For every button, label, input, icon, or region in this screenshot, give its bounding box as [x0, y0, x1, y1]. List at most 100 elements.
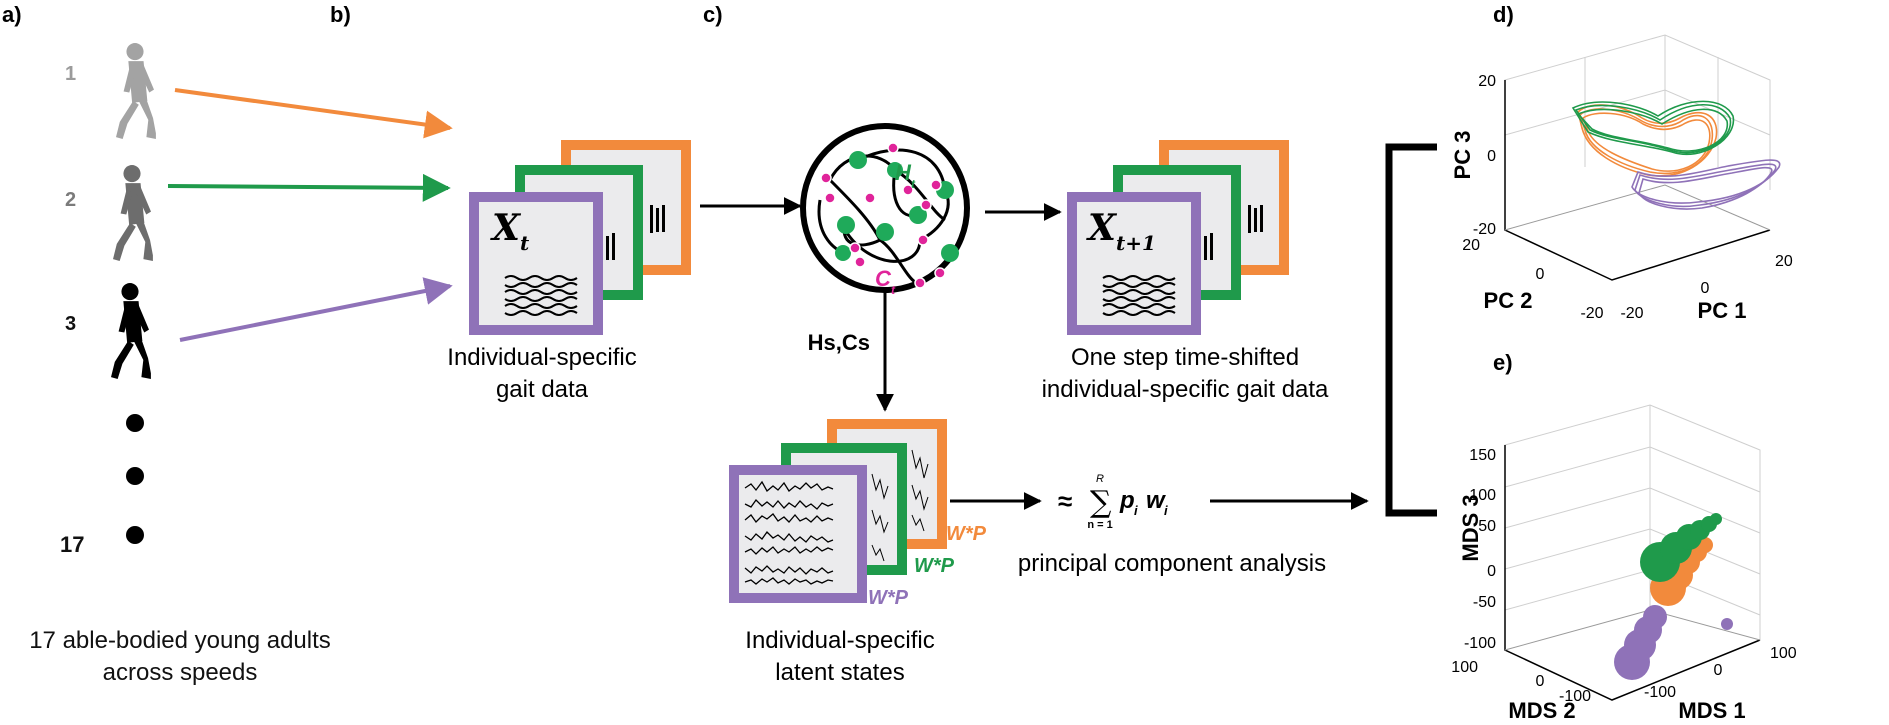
latent-signal-lines — [744, 480, 834, 585]
shifted-gait-stack: X t+1 One step time-shifted individual-s… — [1042, 140, 1329, 403]
pca-z-axis-label: PC 3 — [1450, 131, 1475, 180]
ellipsis-dot — [126, 467, 144, 485]
mds-point-purple — [1643, 605, 1667, 629]
gait-card-purple — [469, 192, 603, 335]
latent-wp-label-purple: W*P — [868, 587, 909, 609]
shifted-symbol-x: X — [1086, 207, 1118, 249]
gait-symbol-x-sub: t — [520, 231, 530, 255]
cell-state-sub: t — [891, 283, 896, 297]
gait-signal-lines — [504, 275, 578, 316]
mds-plot-axes — [1504, 445, 1761, 701]
shifted-caption-line2: individual-specific gait data — [1042, 376, 1329, 403]
hidden-state-sub: t — [911, 177, 916, 191]
subject-label-1: 1 — [65, 63, 76, 85]
subject-label-17: 17 — [60, 532, 84, 557]
mds-y-tick: 100 — [1451, 659, 1478, 676]
mds-x-tick: 0 — [1714, 662, 1723, 679]
panel-label-a: a) — [2, 2, 22, 27]
panel-label-c: c) — [703, 2, 723, 27]
gait-data-stack: X t Individual-specific gait data — [447, 140, 691, 403]
latent-card-purple — [729, 465, 867, 603]
latent-states-stack: W*P W*P W*P Individual-specific latent s… — [729, 419, 987, 686]
pca-trajectory-purple — [1634, 163, 1777, 208]
pca-p: p — [1119, 487, 1135, 514]
shifted-symbol-x-sub: t+1 — [1116, 231, 1156, 255]
latent-caption-line1: Individual-specific — [745, 627, 934, 654]
pca-y-tick-top: 20 — [1462, 237, 1480, 254]
pca-w: w — [1146, 487, 1166, 514]
mds-3d-plot: 150 100 50 0 -50 -100 100 0 -100 -100 0 … — [1451, 404, 1797, 723]
mds-z-tick: 150 — [1469, 447, 1496, 464]
sum-symbol: ∑ — [1090, 485, 1112, 520]
hs-cs-label: Hs,Cs — [808, 330, 870, 355]
shifted-card-purple — [1067, 192, 1201, 335]
pca-3d-plot: 20 0 -20 20 0 -20 -20 0 20 PC 3 PC 2 PC … — [1450, 34, 1793, 323]
pca-z-tick-top: 20 — [1478, 73, 1496, 90]
pca-x-tick-mid: 0 — [1701, 280, 1710, 297]
pca-y-tick-bottom: -20 — [1580, 305, 1603, 322]
mds-y-tick: -100 — [1559, 688, 1591, 705]
mds-y-axis-label: MDS 2 — [1508, 698, 1575, 723]
latent-wp-label-green: W*P — [914, 555, 955, 577]
mds-y-tick: 0 — [1536, 673, 1545, 690]
walker-icon-3 — [111, 283, 151, 379]
walker-icon-2 — [113, 165, 153, 261]
subjects-caption-line2: across speeds — [103, 659, 258, 686]
network-diagram: H t C t — [800, 123, 970, 297]
latent-wp-label-orange: W*P — [946, 523, 987, 545]
pca-y-tick-mid: 0 — [1536, 266, 1545, 283]
mds-z-tick: 100 — [1469, 487, 1496, 504]
subject-label-3: 3 — [65, 313, 76, 335]
approx-symbol: ≈ — [1058, 486, 1072, 516]
pca-caption: principal component analysis — [1018, 550, 1326, 577]
gait-caption-line2: gait data — [496, 376, 589, 403]
pca-x-axis-label: PC 1 — [1698, 298, 1747, 323]
pca-z-tick-mid: 0 — [1487, 148, 1496, 165]
mds-plot-grid — [1504, 404, 1761, 650]
mds-z-axis-label: MDS 3 — [1458, 494, 1483, 561]
mds-x-tick: -100 — [1644, 684, 1676, 701]
mds-x-tick: 100 — [1770, 645, 1797, 662]
shifted-caption-line1: One step time-shifted — [1071, 344, 1299, 371]
mds-point-green — [1710, 513, 1722, 525]
cell-state-label: C — [875, 266, 892, 291]
pca-p-sub: i — [1134, 503, 1138, 518]
mds-z-tick: 0 — [1487, 563, 1496, 580]
pca-x-tick-right: 20 — [1775, 253, 1793, 270]
gait-symbol-x: X — [490, 207, 522, 249]
arrow-subject-2 — [167, 173, 451, 202]
subjects-panel: 1 2 3 17 17 able-bodied young adults acr… — [29, 43, 453, 686]
mds-x-axis-label: MDS 1 — [1678, 698, 1745, 723]
panel-label-e: e) — [1493, 350, 1513, 375]
arrow-subject-1 — [174, 88, 453, 139]
pca-y-axis-label: PC 2 — [1484, 288, 1533, 313]
panel-label-b: b) — [330, 2, 351, 27]
pca-z-tick-bottom: -20 — [1473, 221, 1496, 238]
latent-caption-line2: latent states — [775, 659, 904, 686]
subject-label-2: 2 — [65, 189, 76, 211]
ellipsis-dot — [126, 526, 144, 544]
hidden-state-label: H — [895, 160, 912, 185]
arrow-subject-3 — [179, 277, 453, 342]
walker-icon-1 — [116, 43, 156, 139]
panel-label-d: d) — [1493, 2, 1514, 27]
sum-upper-limit: R — [1096, 473, 1104, 485]
pca-w-sub: i — [1164, 503, 1168, 518]
pca-trajectory-orange — [1579, 108, 1714, 175]
subjects-caption-line1: 17 able-bodied young adults — [29, 627, 331, 654]
ellipsis-dot — [126, 414, 144, 432]
mds-points — [1614, 513, 1733, 680]
sum-lower-limit: n = 1 — [1087, 519, 1112, 531]
results-bracket — [1385, 143, 1437, 517]
mds-z-tick: -50 — [1473, 594, 1496, 611]
pca-plot-axes — [1504, 80, 1771, 281]
mds-z-tick: -100 — [1464, 635, 1496, 652]
gait-caption-line1: Individual-specific — [447, 344, 636, 371]
pca-trajectories — [1571, 100, 1781, 210]
mds-z-tick: 50 — [1478, 518, 1496, 535]
mds-point-purple — [1721, 618, 1733, 630]
pca-x-tick-left: -20 — [1620, 305, 1643, 322]
pca-formula: ≈ ∑ R n = 1 p i w i principal component … — [1018, 473, 1326, 577]
